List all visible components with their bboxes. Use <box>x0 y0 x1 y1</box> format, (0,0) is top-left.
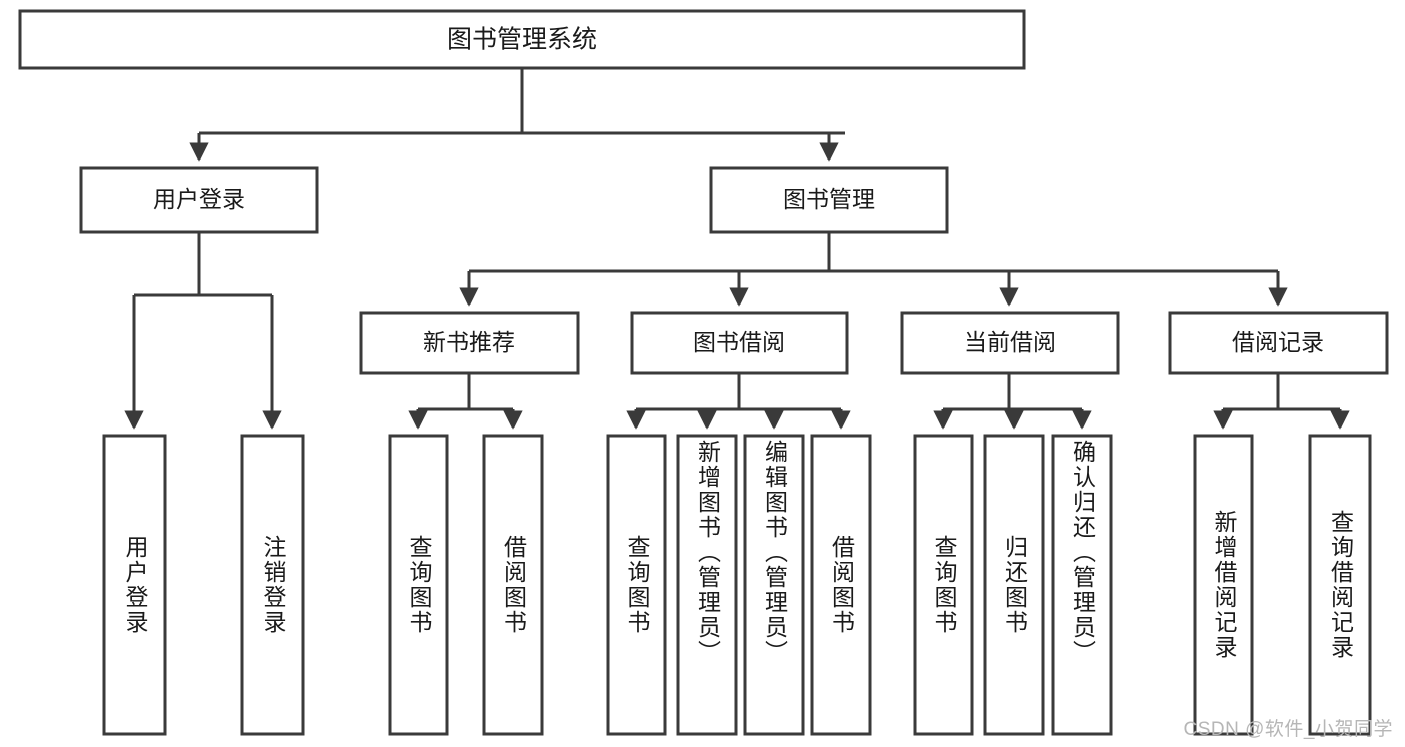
node-borrow-record-label: 借阅记录 <box>1232 329 1324 355</box>
csdn-watermark: CSDN @软件_小贺同学 <box>1183 719 1393 740</box>
node-current-borrow-label: 当前借阅 <box>964 329 1056 355</box>
leaf-box-6[interactable] <box>676 434 738 736</box>
node-book-manage[interactable]: 图书管理 <box>709 166 949 234</box>
leaf-box-9[interactable] <box>913 434 974 736</box>
node-user-login-label: 用户登录 <box>153 186 245 212</box>
node-book-borrow-box <box>630 311 849 375</box>
node-book-manage-label: 图书管理 <box>783 186 875 212</box>
node-user-login[interactable]: 用户登录 <box>79 166 319 234</box>
node-root-box <box>18 9 1026 70</box>
leaf-box-2[interactable] <box>240 434 305 736</box>
nodes-layer: 图书管理系统 用户登录 图书管理 新书推荐 图书借阅 当前 <box>18 9 1389 736</box>
node-book-borrow-label: 图书借阅 <box>693 329 785 355</box>
node-book-borrow[interactable]: 图书借阅 <box>630 311 849 375</box>
leaf-box-1[interactable] <box>102 434 167 736</box>
leaf-box-8[interactable] <box>810 434 872 736</box>
node-current-borrow-box <box>900 311 1120 375</box>
node-book-manage-box <box>709 166 949 234</box>
leaf-box-7[interactable] <box>743 434 805 736</box>
node-root-label: 图书管理系统 <box>447 26 597 54</box>
leaf-box-13[interactable] <box>1308 434 1372 736</box>
node-root[interactable]: 图书管理系统 <box>18 9 1026 70</box>
leaf-box-12[interactable] <box>1193 434 1254 736</box>
leaf-box-4[interactable] <box>482 434 544 736</box>
node-new-book-rec-box <box>359 311 580 375</box>
node-borrow-record[interactable]: 借阅记录 <box>1168 311 1389 375</box>
leaf-boxes-layer <box>102 434 1372 736</box>
leaf-box-5[interactable] <box>606 434 667 736</box>
node-new-book-rec[interactable]: 新书推荐 <box>359 311 580 375</box>
node-current-borrow[interactable]: 当前借阅 <box>900 311 1120 375</box>
edges-layer <box>124 68 1350 430</box>
leaf-box-10[interactable] <box>983 434 1045 736</box>
leaf-box-11[interactable] <box>1051 434 1113 736</box>
leaf-box-3[interactable] <box>388 434 449 736</box>
node-borrow-record-box <box>1168 311 1389 375</box>
node-new-book-rec-label: 新书推荐 <box>423 329 515 355</box>
node-user-login-box <box>79 166 319 234</box>
